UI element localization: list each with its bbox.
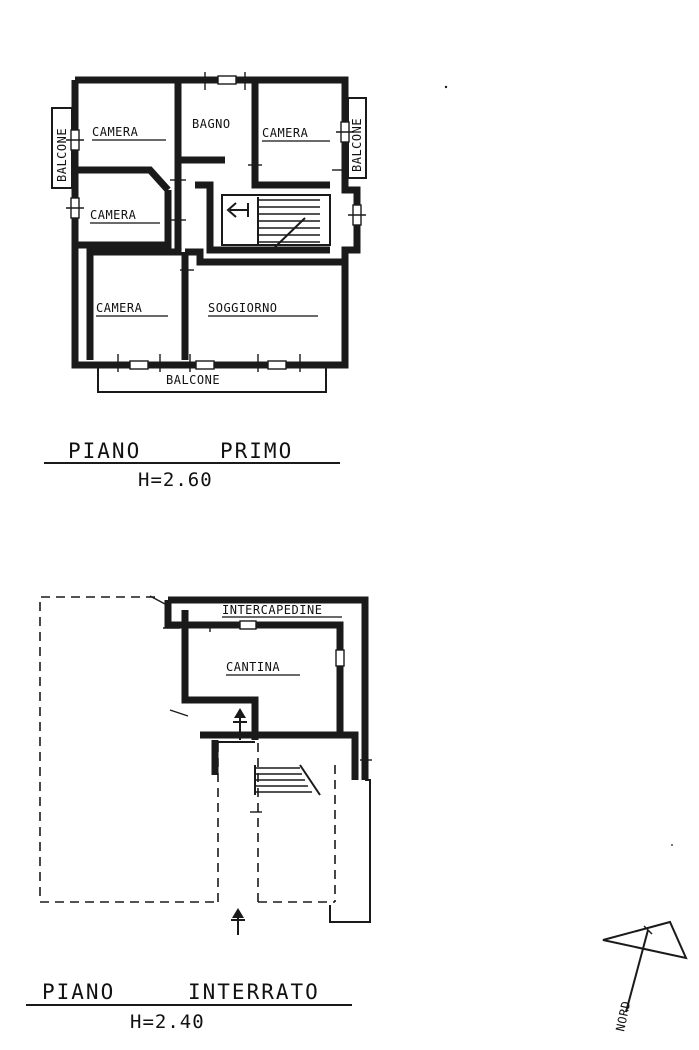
north-arrow-icon (602, 920, 688, 1013)
room-label-camera-w: CAMERA (90, 208, 137, 222)
room-label-camera-ne: CAMERA (262, 126, 309, 140)
room-label-camera-nw: CAMERA (92, 125, 139, 139)
staircase-first-floor (221, 194, 331, 251)
entry-arrow-basement (231, 908, 245, 935)
basement-title: PIANO INTERRATO H=2.40 (26, 980, 352, 1033)
title-piano-primo-word2: PRIMO (220, 439, 293, 463)
first-floor-title: PIANO PRIMO H=2.60 (44, 439, 340, 491)
north-label: NORD (613, 999, 633, 1032)
footprint-dashed-outline (39, 596, 336, 903)
title-piano-primo-word1: PIANO (68, 439, 141, 463)
first-floor-plan: CAMERA BAGNO CAMERA CAMERA CAMERA SOGGIO… (51, 72, 367, 393)
room-label-bagno: BAGNO (192, 117, 231, 131)
entry-arrow-cantina (233, 708, 247, 740)
windows-basement (149, 595, 372, 813)
height-piano-primo: H=2.60 (138, 469, 213, 491)
room-label-balcone-e: BALCONE (350, 118, 364, 172)
title-piano-interrato-word2: INTERRATO (188, 980, 320, 1004)
room-label-balcone-w: BALCONE (55, 128, 69, 182)
room-label-balcone-s: BALCONE (166, 373, 220, 387)
room-label-intercapedine: INTERCAPEDINE (222, 603, 322, 617)
basement-plan: INTERCAPEDINE CANTINA (39, 595, 372, 935)
title-piano-interrato-word1: PIANO (42, 980, 115, 1004)
room-label-camera-sw: CAMERA (96, 301, 143, 315)
north-arrow: NORD (602, 920, 688, 1033)
staircase-basement (254, 764, 321, 796)
room-label-soggiorno: SOGGIORNO (208, 301, 278, 315)
exterior-walls (71, 76, 361, 369)
room-label-cantina: CANTINA (226, 660, 280, 674)
basement-walls (164, 596, 369, 780)
windows-first-floor (66, 72, 366, 372)
height-piano-interrato: H=2.40 (130, 1011, 205, 1033)
